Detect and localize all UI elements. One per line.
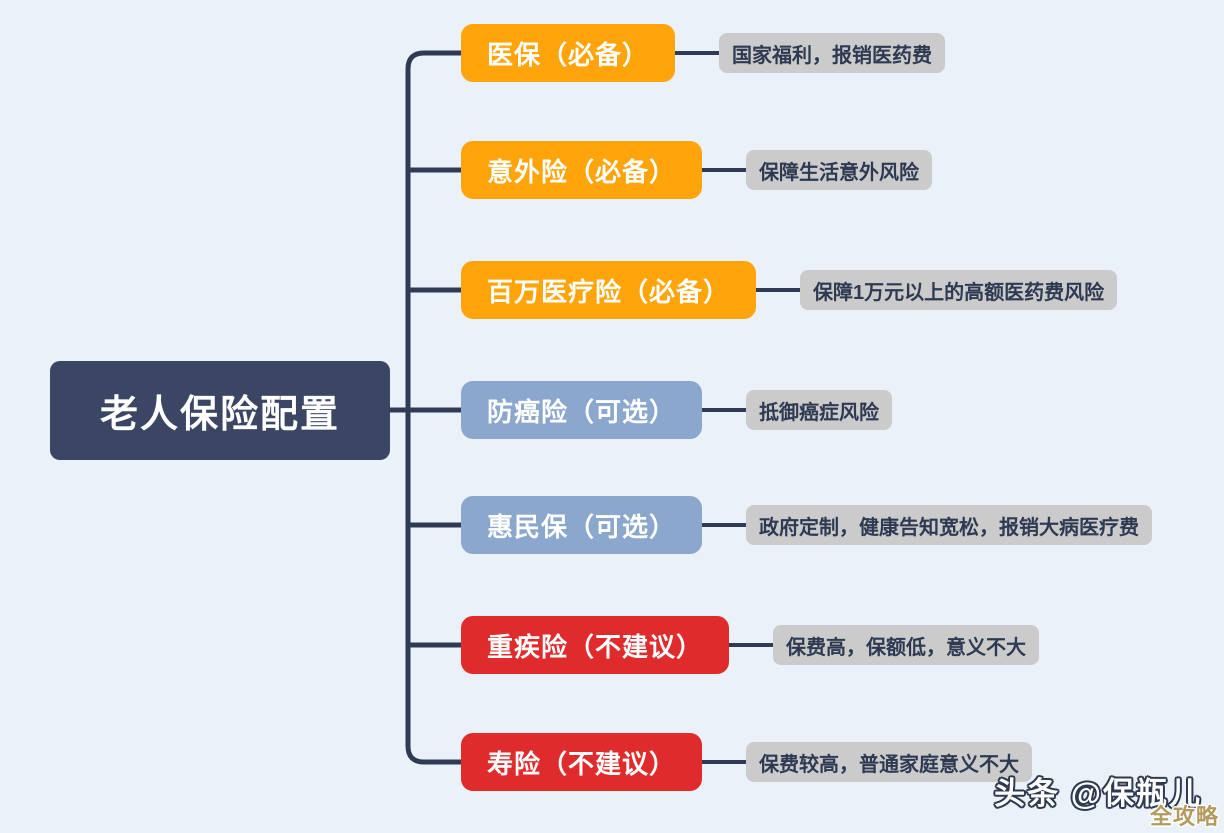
leaf-note-zhongjixian[interactable]: 保费高，保额低，意义不大 — [773, 625, 1040, 665]
leaf-note-baiwan-yiliaoxian[interactable]: 保障1万元以上的高额医药费风险 — [800, 270, 1118, 310]
branch-label: 防癌险（可选） — [487, 396, 677, 427]
leaf-label: 政府定制，健康告知宽松，报销大病医疗费 — [759, 516, 1140, 539]
branch-leaf-connector — [729, 643, 774, 647]
leaf-note-huiminbao[interactable]: 政府定制，健康告知宽松，报销大病医疗费 — [746, 505, 1153, 545]
branch-row: 医保（必备） 国家福利，报销医药费 — [461, 23, 946, 83]
branch-leaf-connector — [756, 288, 801, 292]
watermark-text: 头条 @保瓶儿 — [994, 776, 1202, 811]
branch-row: 意外险（必备） 保障生活意外风险 — [461, 140, 933, 200]
branch-label: 惠民保（可选） — [487, 511, 677, 542]
watermark-badge: 全攻略 — [1149, 804, 1219, 829]
root-label: 老人保险配置 — [99, 394, 340, 436]
leaf-note-yibao[interactable]: 国家福利，报销医药费 — [719, 33, 946, 73]
branch-leaf-connector — [702, 168, 747, 172]
branch-row: 防癌险（可选） 抵御癌症风险 — [461, 380, 893, 440]
branch-leaf-connector — [675, 51, 720, 55]
branch-leaf-connector — [702, 408, 747, 412]
branch-label: 百万医疗险（必备） — [487, 276, 731, 307]
branch-node-zhongjixian[interactable]: 重疾险（不建议） — [461, 616, 730, 674]
leaf-note-yiwaixian[interactable]: 保障生活意外风险 — [746, 150, 933, 190]
branch-row: 重疾险（不建议） 保费高，保额低，意义不大 — [461, 615, 1040, 675]
leaf-label: 抵御癌症风险 — [759, 401, 880, 424]
branch-node-yiwaixian[interactable]: 意外险（必备） — [461, 141, 703, 199]
leaf-note-shouxian[interactable]: 保费较高，普通家庭意义不大 — [746, 742, 1033, 782]
branch-node-shouxian[interactable]: 寿险（不建议） — [461, 733, 703, 791]
leaf-label: 国家福利，报销医药费 — [732, 44, 933, 67]
leaf-label: 保障1万元以上的高额医药费风险 — [813, 281, 1105, 304]
branch-node-yibao[interactable]: 医保（必备） — [461, 24, 676, 82]
leaf-label: 保障生活意外风险 — [759, 161, 920, 184]
branch-label: 意外险（必备） — [487, 156, 677, 187]
leaf-label: 保费较高，普通家庭意义不大 — [759, 753, 1020, 776]
branch-row: 惠民保（可选） 政府定制，健康告知宽松，报销大病医疗费 — [461, 495, 1153, 555]
branch-leaf-connector — [702, 760, 747, 764]
root-node[interactable]: 老人保险配置 — [50, 361, 390, 460]
branch-node-baiwan-yiliaoxian[interactable]: 百万医疗险（必备） — [461, 261, 757, 319]
branch-node-huiminbao[interactable]: 惠民保（可选） — [461, 496, 703, 554]
branch-node-fangaixian[interactable]: 防癌险（可选） — [461, 381, 703, 439]
branch-label: 重疾险（不建议） — [487, 631, 704, 662]
branch-label: 医保（必备） — [487, 39, 650, 70]
leaf-label: 保费高，保额低，意义不大 — [786, 636, 1027, 659]
branch-leaf-connector — [702, 523, 747, 527]
leaf-note-fangaixian[interactable]: 抵御癌症风险 — [746, 390, 893, 430]
branch-label: 寿险（不建议） — [487, 748, 677, 779]
branch-row: 百万医疗险（必备） 保障1万元以上的高额医药费风险 — [461, 260, 1118, 320]
branch-row: 寿险（不建议） 保费较高，普通家庭意义不大 — [461, 732, 1033, 792]
